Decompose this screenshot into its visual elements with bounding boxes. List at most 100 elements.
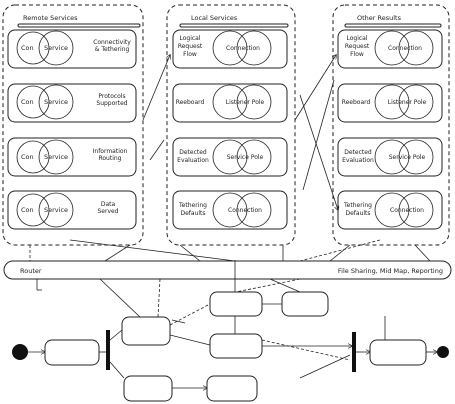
row-left-line-2: Defaults [180,210,205,217]
flow-box-3 [123,375,173,402]
row-right-label: Service Pole [389,154,426,161]
group-title: Local Services [191,14,238,22]
other-row-1: Logical Request Flow Connection [337,29,443,69]
flow-box-6 [209,333,263,359]
activity-flow [12,260,449,402]
other-row-4: Tethering Defaults Connection [337,190,443,230]
svg-text:Evaluation: Evaluation [342,157,374,164]
local-row-1: Logical Request Flow Connection [172,29,288,69]
flow-box-1 [44,339,100,366]
row-right-label: Service Pole [227,154,264,161]
group-title: Other Results [357,14,402,22]
svg-text:Served: Served [97,208,118,215]
row-mid-label: Service [44,206,68,214]
svg-text:Protocols: Protocols [98,93,125,100]
remote-row-3: Con Service Information Routing [7,137,137,177]
row-left-label: Con [21,153,34,161]
svg-text:Logical: Logical [346,35,367,42]
end-node [437,346,449,358]
row-right-line-2: Served [97,208,118,215]
row-left-line-1: Detected [344,149,372,156]
row-mid-label: Service [44,44,68,52]
row-left-line-1: Tethering [178,202,207,209]
flow-box-8 [369,339,427,366]
start-node [12,344,28,360]
svg-text:Tethering: Tethering [178,202,207,209]
row-right-line-1: Protocols [98,93,125,100]
svg-text:Information: Information [93,148,128,155]
svg-text:Request: Request [178,43,203,50]
row-left-line-2: Evaluation [177,157,209,164]
row-right-line-1: Data [101,201,116,208]
row-left-line-2: Request [345,43,370,50]
bus-drops [29,239,431,291]
row-left-line-3: Flow [350,51,364,58]
row-right-label: Connection [226,45,260,52]
svg-text:Detected: Detected [344,149,372,156]
row-right-label: Listener Pole [226,99,265,106]
fork-bar-right [352,332,356,372]
group-local-services: Local Services Logical Request Flow Conn… [166,4,296,246]
svg-text:Evaluation: Evaluation [177,157,209,164]
svg-text:Flow: Flow [183,51,197,58]
row-left-label: Con [21,98,34,106]
row-left-line-2: Defaults [345,210,370,217]
local-row-4: Tethering Defaults Connection [172,190,288,230]
flow-box-2 [121,316,171,346]
local-row-2: Reeboard Listener Pole [172,83,288,123]
svg-text:Request: Request [345,43,370,50]
row-right-line-1: Information [93,148,128,155]
svg-text:Data: Data [101,201,116,208]
svg-text:Defaults: Defaults [180,210,205,217]
flow-box-5 [209,291,263,317]
bus-left-label: Router [20,267,42,275]
svg-text:Flow: Flow [350,51,364,58]
remote-row-4: Con Service Data Served [7,190,137,230]
svg-text:Defaults: Defaults [345,210,370,217]
row-mid-label: Service [44,153,68,161]
other-row-3: Detected Evaluation Service Pole [337,137,443,177]
row-right-label: Connection [228,207,262,214]
service-bus: Router File Sharing, Mid Map, Reporting [3,260,452,280]
svg-text:Routing: Routing [98,155,121,162]
flow-box-4 [206,375,258,402]
svg-text:Supported: Supported [96,100,127,107]
svg-text:Detected: Detected [179,149,207,156]
flow-box-7 [281,291,329,317]
svg-text:Logical: Logical [179,35,200,42]
row-right-line-2: & Tethering [95,46,130,53]
row-right-line-2: Supported [96,100,127,107]
row-mid-label: Service [44,98,68,106]
row-right-line-2: Routing [98,155,121,162]
svg-text:Tethering: Tethering [343,202,372,209]
group-remote-services: Remote Services Con Service Connectivity… [2,4,144,246]
row-left-line-1: Tethering [343,202,372,209]
remote-row-1: Con Service Connectivity & Tethering [7,29,137,69]
row-left-line-1: Reeboard [176,99,205,106]
bus-right-label: File Sharing, Mid Map, Reporting [338,267,443,275]
row-left-line-1: Reeboard [342,99,371,106]
svg-text:Connectivity: Connectivity [93,39,131,46]
row-right-label: Listener Pole [388,99,427,106]
row-right-line-1: Connectivity [93,39,131,46]
group-title: Remote Services [23,14,78,22]
other-row-2: Reeboard Listener Pole [337,83,443,123]
row-left-line-2: Evaluation [342,157,374,164]
row-left-line-3: Flow [183,51,197,58]
group-connectors [142,55,338,210]
local-row-3: Detected Evaluation Service Pole [172,137,288,177]
row-left-label: Con [21,44,34,52]
svg-text:Reeboard: Reeboard [342,99,371,106]
fork-bar-left [106,330,110,370]
row-left-line-2: Request [178,43,203,50]
group-other-results: Other Results Logical Request Flow Conne… [332,4,450,246]
row-right-label: Connection [390,207,424,214]
row-left-line-1: Logical [179,35,200,42]
row-right-label: Connection [388,45,422,52]
remote-row-2: Con Service Protocols Supported [7,83,137,123]
row-left-line-1: Logical [346,35,367,42]
row-left-line-1: Detected [179,149,207,156]
svg-text:Reeboard: Reeboard [176,99,205,106]
row-left-label: Con [21,206,34,214]
